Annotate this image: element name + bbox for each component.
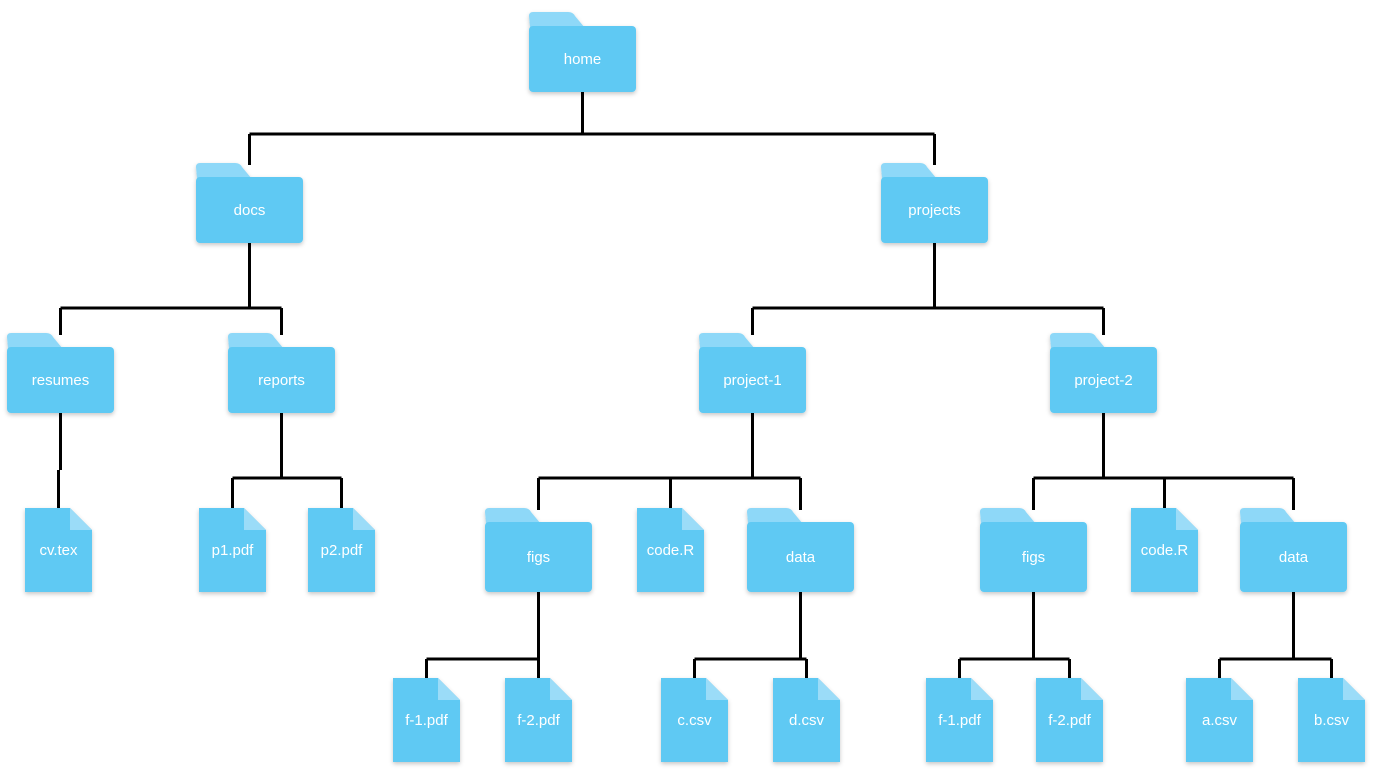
folder-tab (881, 163, 937, 179)
file-icon (1186, 678, 1253, 762)
folder-tab (485, 508, 541, 524)
file-fold-corner (244, 508, 266, 530)
folder-icon (1240, 508, 1347, 592)
folder-node-figs-1[interactable]: figs (485, 508, 592, 592)
file-node-code-1[interactable]: code.R (637, 508, 704, 592)
file-node-b.csv[interactable]: b.csv (1298, 678, 1365, 762)
folder-tab (228, 333, 284, 349)
file-icon (505, 678, 572, 762)
file-fold-corner (971, 678, 993, 700)
folder-icon (1050, 333, 1157, 413)
connector-layer (57, 92, 1333, 680)
connector-reports (231, 413, 343, 510)
file-icon (1036, 678, 1103, 762)
file-fold-corner (1081, 678, 1103, 700)
file-icon (926, 678, 993, 762)
connector-figs-1 (425, 592, 540, 680)
folder-icon (747, 508, 854, 592)
folder-body (1050, 347, 1157, 413)
file-fold-corner (1343, 678, 1365, 700)
file-fold-corner (818, 678, 840, 700)
file-node-c.csv[interactable]: c.csv (661, 678, 728, 762)
file-node-f2-b[interactable]: f-2.pdf (1036, 678, 1103, 762)
connector-docs (59, 243, 283, 335)
folder-node-data-2[interactable]: data (1240, 508, 1347, 592)
folder-node-projects[interactable]: projects (881, 163, 988, 243)
file-icon (773, 678, 840, 762)
folder-tab (529, 12, 585, 28)
folder-node-figs-2[interactable]: figs (980, 508, 1087, 592)
file-fold-corner (682, 508, 704, 530)
connector-home (248, 92, 936, 165)
folder-icon (980, 508, 1087, 592)
file-node-p1.pdf[interactable]: p1.pdf (199, 508, 266, 592)
file-icon (393, 678, 460, 762)
folder-body (196, 177, 303, 243)
file-icon (199, 508, 266, 592)
connector-project-1 (537, 413, 802, 510)
folder-node-reports[interactable]: reports (228, 333, 335, 413)
folder-node-data-1[interactable]: data (747, 508, 854, 592)
folder-icon (485, 508, 592, 592)
file-fold-corner (1176, 508, 1198, 530)
folder-body (228, 347, 335, 413)
folder-icon (699, 333, 806, 413)
folder-body (747, 522, 854, 592)
file-icon (637, 508, 704, 592)
file-icon (1298, 678, 1365, 762)
file-fold-corner (706, 678, 728, 700)
file-icon (1131, 508, 1198, 592)
folder-node-project-2[interactable]: project-2 (1050, 333, 1157, 413)
folder-tab (747, 508, 803, 524)
folder-body (529, 26, 636, 92)
file-node-d.csv[interactable]: d.csv (773, 678, 840, 762)
connector-data-2 (1218, 592, 1333, 680)
file-icon (661, 678, 728, 762)
folder-icon (228, 333, 335, 413)
file-node-f1-b[interactable]: f-1.pdf (926, 678, 993, 762)
folder-node-docs[interactable]: docs (196, 163, 303, 243)
connector-project-2 (1032, 413, 1295, 510)
folder-body (881, 177, 988, 243)
connector-resumes (57, 413, 62, 510)
file-node-code-2[interactable]: code.R (1131, 508, 1198, 592)
connector-data-1 (693, 592, 808, 680)
folder-tab (1240, 508, 1296, 524)
folder-icon (529, 12, 636, 92)
file-fold-corner (550, 678, 572, 700)
folder-tab (699, 333, 755, 349)
connector-projects (751, 243, 1105, 335)
file-node-a.csv[interactable]: a.csv (1186, 678, 1253, 762)
file-fold-corner (1231, 678, 1253, 700)
folder-icon (7, 333, 114, 413)
folder-icon (881, 163, 988, 243)
folder-tab (196, 163, 252, 179)
folder-icon (196, 163, 303, 243)
file-node-p2.pdf[interactable]: p2.pdf (308, 508, 375, 592)
folder-body (980, 522, 1087, 592)
folder-body (7, 347, 114, 413)
file-icon (308, 508, 375, 592)
file-icon (25, 508, 92, 592)
file-node-cv.tex[interactable]: cv.tex (25, 508, 92, 592)
file-fold-corner (70, 508, 92, 530)
folder-tab (980, 508, 1036, 524)
folder-node-resumes[interactable]: resumes (7, 333, 114, 413)
file-fold-corner (438, 678, 460, 700)
folder-body (485, 522, 592, 592)
folder-body (699, 347, 806, 413)
folder-node-project-1[interactable]: project-1 (699, 333, 806, 413)
file-fold-corner (353, 508, 375, 530)
folder-tab (7, 333, 63, 349)
file-node-f1-a[interactable]: f-1.pdf (393, 678, 460, 762)
node-layer: home docs projects resumes reports project-1 p… (7, 12, 1365, 762)
folder-tab (1050, 333, 1106, 349)
folder-node-home[interactable]: home (529, 12, 636, 92)
file-node-f2-a[interactable]: f-2.pdf (505, 678, 572, 762)
folder-body (1240, 522, 1347, 592)
connector-figs-2 (958, 592, 1071, 680)
